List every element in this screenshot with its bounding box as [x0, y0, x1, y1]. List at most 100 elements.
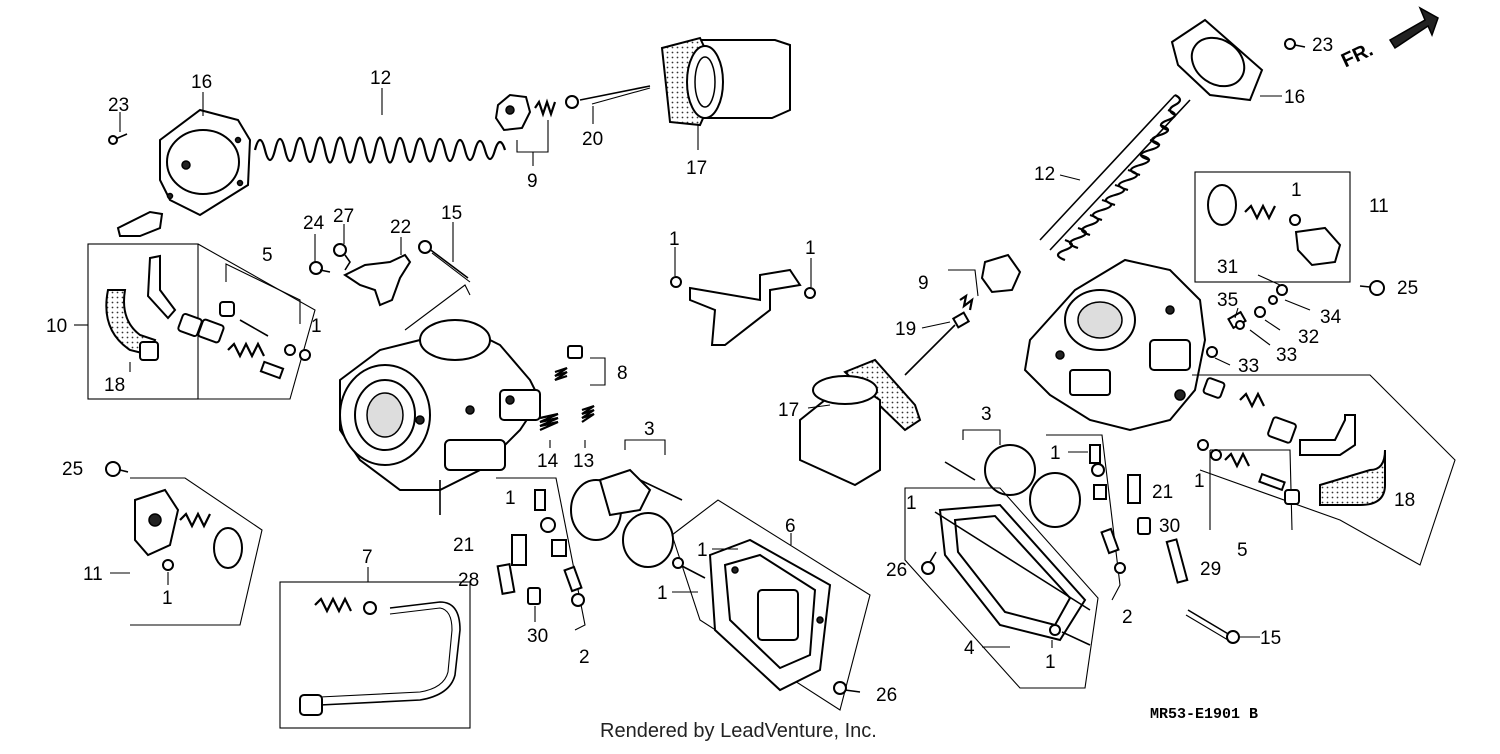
callout-c39: 9 [918, 273, 929, 294]
fitting-5-right [1197, 439, 1300, 505]
leader-line-15 [404, 284, 471, 331]
callout-c6: 17 [686, 158, 707, 179]
footer-text: Rendered by LeadVenture, Inc. [600, 720, 877, 742]
box-group-18-right [1192, 374, 1456, 566]
callout-c13: 1 [311, 316, 322, 337]
callout-c3: 12 [370, 68, 391, 89]
cover-16-left [159, 108, 252, 217]
callout-c10: 15 [441, 203, 462, 224]
float-chamber-4 [934, 503, 1091, 646]
callout-c19: 25 [62, 459, 83, 480]
callout-c16: 14 [537, 451, 559, 472]
callout-c26: 30 [527, 626, 548, 647]
callout-c43: 34 [1320, 307, 1342, 328]
callout-c23: 1 [505, 488, 516, 509]
callout-c61: 4 [964, 638, 975, 659]
callout-c34: 23 [1312, 35, 1333, 56]
front-arrow-label: FR. [1338, 39, 1376, 73]
screw-27 [333, 243, 351, 271]
box-group-4 [904, 487, 1099, 689]
front-arrow-icon [1388, 6, 1439, 50]
screw-28 [496, 563, 516, 595]
callout-c59: 2 [1122, 607, 1133, 628]
callout-c5: 20 [582, 129, 603, 150]
screw-29 [1165, 538, 1189, 584]
screw-25-right [1359, 280, 1385, 296]
callout-c41: 25 [1397, 278, 1418, 299]
callout-c55: 1 [906, 493, 917, 514]
callout-c22: 7 [362, 547, 373, 568]
jet-30-left [527, 587, 541, 605]
jet-21-left [511, 534, 527, 566]
piston-17-right [799, 358, 922, 487]
part-8 [554, 345, 606, 386]
callout-c52: 1 [1194, 471, 1205, 492]
callout-c33: 1 [805, 238, 816, 259]
screw-15-right [1185, 609, 1240, 644]
callout-c44: 19 [895, 319, 916, 340]
screw-26-left [833, 681, 861, 695]
jet-30-right [1137, 517, 1151, 535]
callout-c46: 33 [1276, 345, 1297, 366]
box-group-11-left [130, 477, 263, 626]
spring-13 [581, 404, 595, 423]
callout-c14: 18 [104, 375, 125, 396]
callout-c48: 17 [778, 400, 799, 421]
callout-c21: 1 [162, 588, 173, 609]
jet-needle-19 [904, 311, 971, 376]
callout-c29: 1 [697, 540, 708, 561]
carburetor-body-right [1023, 258, 1207, 432]
callout-c37: 11 [1369, 196, 1389, 217]
screw-24 [309, 261, 331, 275]
callout-c12: 10 [46, 316, 67, 337]
box-group-6 [671, 499, 871, 711]
callout-c28: 6 [785, 516, 796, 537]
needle-holder-9-left [494, 93, 557, 153]
needle-holder-9-right [948, 253, 1022, 311]
screw-15-left [418, 240, 471, 283]
callout-c54: 18 [1394, 490, 1415, 511]
air-cutoff-valve-11-left [134, 488, 243, 571]
valve-3-right [944, 429, 1081, 528]
carburetor-body-left [339, 319, 542, 515]
link-arm-center [670, 268, 816, 346]
spring-12-right [1039, 94, 1191, 262]
callout-c49: 3 [981, 404, 992, 425]
callout-c50: 1 [1050, 443, 1061, 464]
callout-c2: 16 [191, 72, 212, 93]
throttle-stop-screw-7 [299, 596, 461, 716]
callout-c1: 23 [108, 95, 129, 116]
callout-c47: 33 [1238, 356, 1259, 377]
callout-c51: 21 [1152, 482, 1173, 503]
fitting-5-left [177, 263, 311, 380]
screw-26-right [921, 551, 937, 575]
callout-c45: 32 [1298, 327, 1319, 348]
screw-23-left [108, 133, 128, 145]
callout-c30: 1 [657, 583, 668, 604]
callout-c27: 2 [579, 647, 590, 668]
bracket-left [116, 210, 164, 237]
piston-17-left [660, 36, 791, 127]
spring-12-left [253, 136, 507, 164]
callout-c20: 11 [83, 564, 103, 585]
callout-c56: 5 [1237, 540, 1248, 561]
callout-c53: 30 [1159, 516, 1180, 537]
callout-c17: 13 [573, 451, 594, 472]
hose-18-left [105, 254, 177, 361]
jet-21-right [1127, 474, 1141, 504]
callout-c25: 28 [458, 570, 479, 591]
float-chamber-6 [672, 538, 832, 692]
callout-c36: 12 [1034, 164, 1055, 185]
callout-c58: 29 [1200, 559, 1221, 580]
spring-14 [539, 412, 559, 432]
jets-2-left [534, 489, 585, 607]
fittings-right [1202, 377, 1356, 456]
callout-c40: 31 [1217, 257, 1238, 278]
box-group-2-left [496, 477, 586, 631]
callout-c15: 8 [617, 363, 628, 384]
callout-c8: 27 [333, 206, 354, 227]
callout-c24: 21 [453, 535, 474, 556]
jet-needle-20 [565, 85, 651, 109]
